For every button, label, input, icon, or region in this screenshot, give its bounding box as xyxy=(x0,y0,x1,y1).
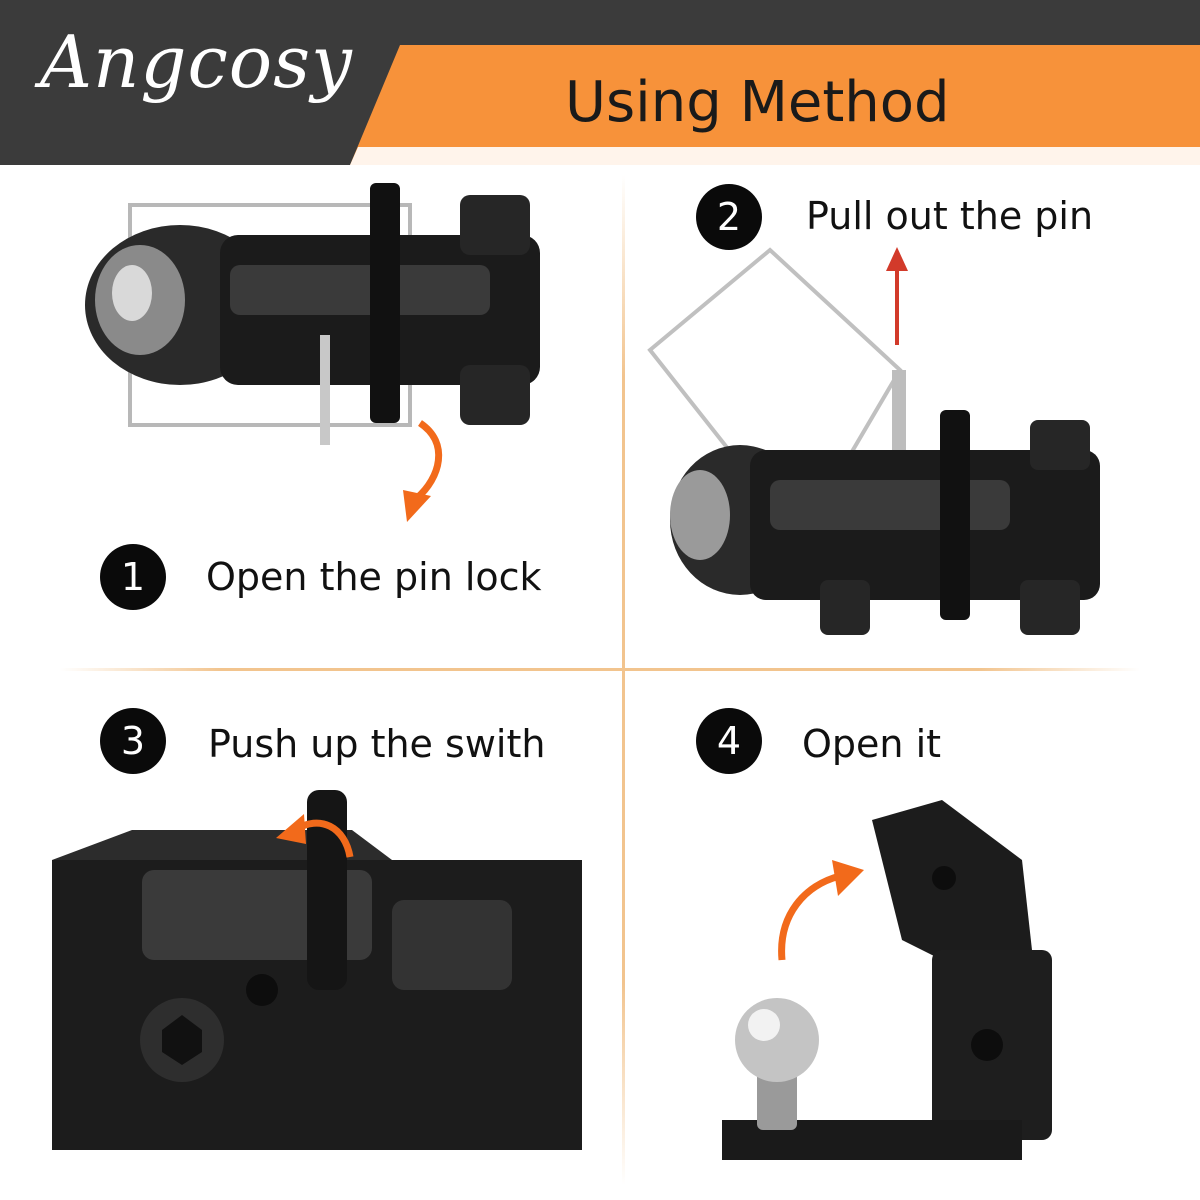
step2-label: Pull out the pin xyxy=(806,194,1094,238)
step1-number-badge: 1 xyxy=(100,544,166,610)
step1-photo xyxy=(85,183,540,445)
step2-photo xyxy=(647,247,1100,635)
vertical-divider xyxy=(622,175,625,1185)
step3-arrow-icon xyxy=(276,814,354,858)
step1-label: Open the pin lock xyxy=(206,555,542,599)
step4-number-badge: 4 xyxy=(696,708,762,774)
step4-arrow-icon xyxy=(778,860,864,961)
brand-logo: Angcosy xyxy=(40,20,353,104)
horizontal-divider xyxy=(60,668,1140,671)
step4-label: Open it xyxy=(802,722,942,766)
title-banner xyxy=(350,45,1200,165)
step2-number-badge: 2 xyxy=(696,184,762,250)
step2-arrow-icon xyxy=(886,247,908,345)
step3-number-badge: 3 xyxy=(100,708,166,774)
step1-arrow-icon xyxy=(403,420,443,522)
step3-photo xyxy=(52,790,582,1150)
page-title: Using Method xyxy=(565,70,950,135)
step4-photo xyxy=(722,800,1052,1160)
step3-label: Push up the swith xyxy=(208,722,546,766)
